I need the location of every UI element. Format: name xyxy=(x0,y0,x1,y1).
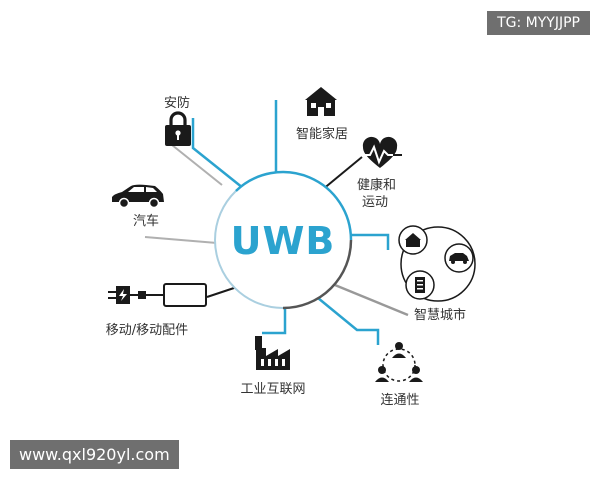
factory-icon xyxy=(255,336,290,370)
heart-pulse-icon xyxy=(360,136,402,168)
connector-smart-city-gray xyxy=(329,281,409,317)
connector-connectivity xyxy=(317,297,380,345)
node-label-health-line2: 运动 xyxy=(362,195,388,210)
node-label-iot: 工业互联网 xyxy=(240,382,305,397)
node-label-smart-city: 智慧城市 xyxy=(414,307,466,323)
node-car: 汽车 xyxy=(112,184,164,229)
hub-ring-blue xyxy=(235,170,353,241)
node-smart-home: 智能家居 xyxy=(296,87,348,142)
house-icon xyxy=(305,87,337,116)
connector-lines xyxy=(144,100,409,345)
city-icon xyxy=(398,225,476,302)
connector-security xyxy=(191,118,244,189)
node-iot: 工业互联网 xyxy=(240,336,306,397)
hub-ring-gray xyxy=(282,239,353,310)
connector-smart-city xyxy=(352,233,390,250)
hub-label: UWB xyxy=(231,219,336,263)
node-mobile: 移动/移动配件 xyxy=(106,283,207,338)
padlock-icon xyxy=(165,111,191,146)
watermark-top: TG: MYYJJPP xyxy=(487,11,590,35)
node-label-health-line1: 健康和 xyxy=(357,177,396,193)
connector-car xyxy=(144,236,218,244)
hub-ring-light xyxy=(213,190,284,309)
node-smart-city: 智慧城市 xyxy=(398,225,476,323)
node-label-connectivity: 连通性 xyxy=(380,392,419,408)
connector-security-gray xyxy=(171,144,223,186)
node-connectivity: 连通性 xyxy=(375,342,423,408)
node-label-smart-home: 智能家居 xyxy=(296,126,348,142)
node-label-car: 汽车 xyxy=(133,213,159,229)
charger-phone-icon xyxy=(108,283,207,307)
car-icon xyxy=(112,184,164,209)
node-label-security: 安防 xyxy=(164,95,190,111)
connector-iot xyxy=(262,308,287,335)
people-network-icon xyxy=(375,342,423,382)
node-security: 安防 xyxy=(164,95,191,146)
uwb-hub: UWB xyxy=(213,170,353,310)
watermark-bottom: www.qxl920yl.com xyxy=(10,440,179,469)
connector-health xyxy=(321,156,363,191)
node-label-mobile: 移动/移动配件 xyxy=(106,323,188,338)
node-health: 健康和 运动 xyxy=(357,136,402,210)
